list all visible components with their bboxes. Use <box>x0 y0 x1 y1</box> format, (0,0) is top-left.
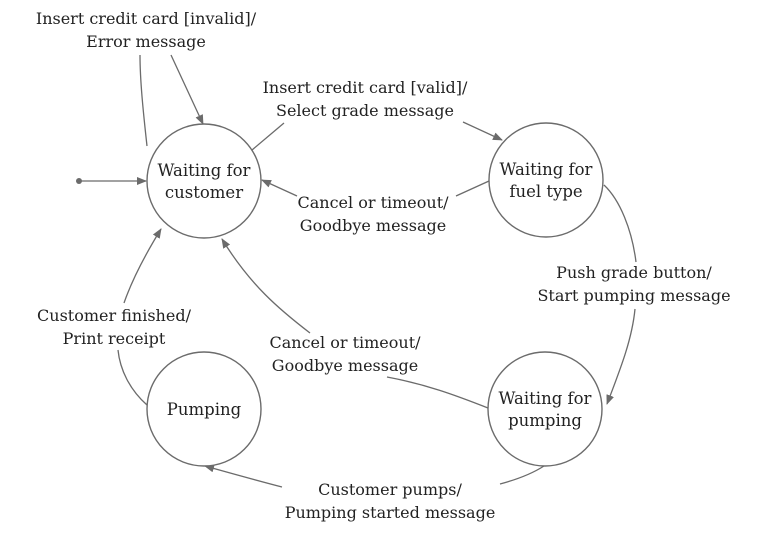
edge-finished-out <box>117 349 148 406</box>
transition-label-cancel-pumping: Cancel or timeout/ Goodbye message <box>269 333 421 375</box>
transition-label-line: Print receipt <box>63 329 166 348</box>
edge-invalid-out <box>139 54 148 147</box>
transition-label-line: Select grade message <box>276 101 454 120</box>
transition-label-line: Push grade button/ <box>556 263 712 282</box>
edge-valid-out <box>251 122 285 151</box>
transition-label-line: Goodbye message <box>272 356 418 375</box>
transition-label-line: Start pumping message <box>537 286 730 305</box>
state-label-line: Waiting for <box>158 161 251 180</box>
transition-label-line: Error message <box>86 32 206 51</box>
edge-valid-in <box>462 121 503 141</box>
edge-cancel2-out <box>386 376 489 409</box>
transition-label-cancel-fuel: Cancel or timeout/ Goodbye message <box>297 193 449 235</box>
state-waiting-for-pumping: Waiting for pumping <box>487 351 603 467</box>
transition-label-finished: Customer finished/ Print receipt <box>37 306 192 348</box>
transition-label-line: Insert credit card [invalid]/ <box>36 9 257 28</box>
transition-label-valid: Insert credit card [valid]/ Select grade… <box>263 78 468 120</box>
transition-label-line: Insert credit card [valid]/ <box>263 78 468 97</box>
initial-state-dot <box>76 178 82 184</box>
transition-label-line: Cancel or timeout/ <box>269 333 421 352</box>
transition-label-line: Goodbye message <box>300 216 446 235</box>
edge-pumps-out <box>499 465 545 485</box>
state-label-line: fuel type <box>509 182 582 201</box>
edge-grade-out <box>603 184 637 263</box>
transition-label-line: Customer finished/ <box>37 306 192 325</box>
transition-label-line: Pumping started message <box>285 503 496 522</box>
transition-label-line: Cancel or timeout/ <box>297 193 449 212</box>
state-label-line: customer <box>165 183 243 202</box>
edge-finished-in <box>123 228 162 304</box>
transition-label-grade: Push grade button/ Start pumping message <box>537 263 730 305</box>
edge-invalid-in <box>170 54 204 125</box>
transition-label-invalid: Insert credit card [invalid]/ Error mess… <box>36 9 257 51</box>
state-label-line: Pumping <box>167 400 242 419</box>
edge-grade-in <box>606 308 636 405</box>
state-waiting-for-fuel-type: Waiting for fuel type <box>488 122 604 238</box>
edge-cancel2-in <box>221 238 311 334</box>
transition-label-pumps: Customer pumps/ Pumping started message <box>285 480 496 522</box>
state-waiting-for-customer: Waiting for customer <box>146 123 262 239</box>
state-pumping: Pumping <box>146 351 262 467</box>
edge-cancel1-out <box>455 180 490 197</box>
transition-label-line: Customer pumps/ <box>318 480 462 499</box>
edge-pumps-in <box>204 464 283 488</box>
state-label-line: Waiting for <box>499 389 592 408</box>
edge-cancel1-in <box>261 179 298 197</box>
state-label-line: pumping <box>508 411 582 430</box>
state-label-line: Waiting for <box>500 160 593 179</box>
